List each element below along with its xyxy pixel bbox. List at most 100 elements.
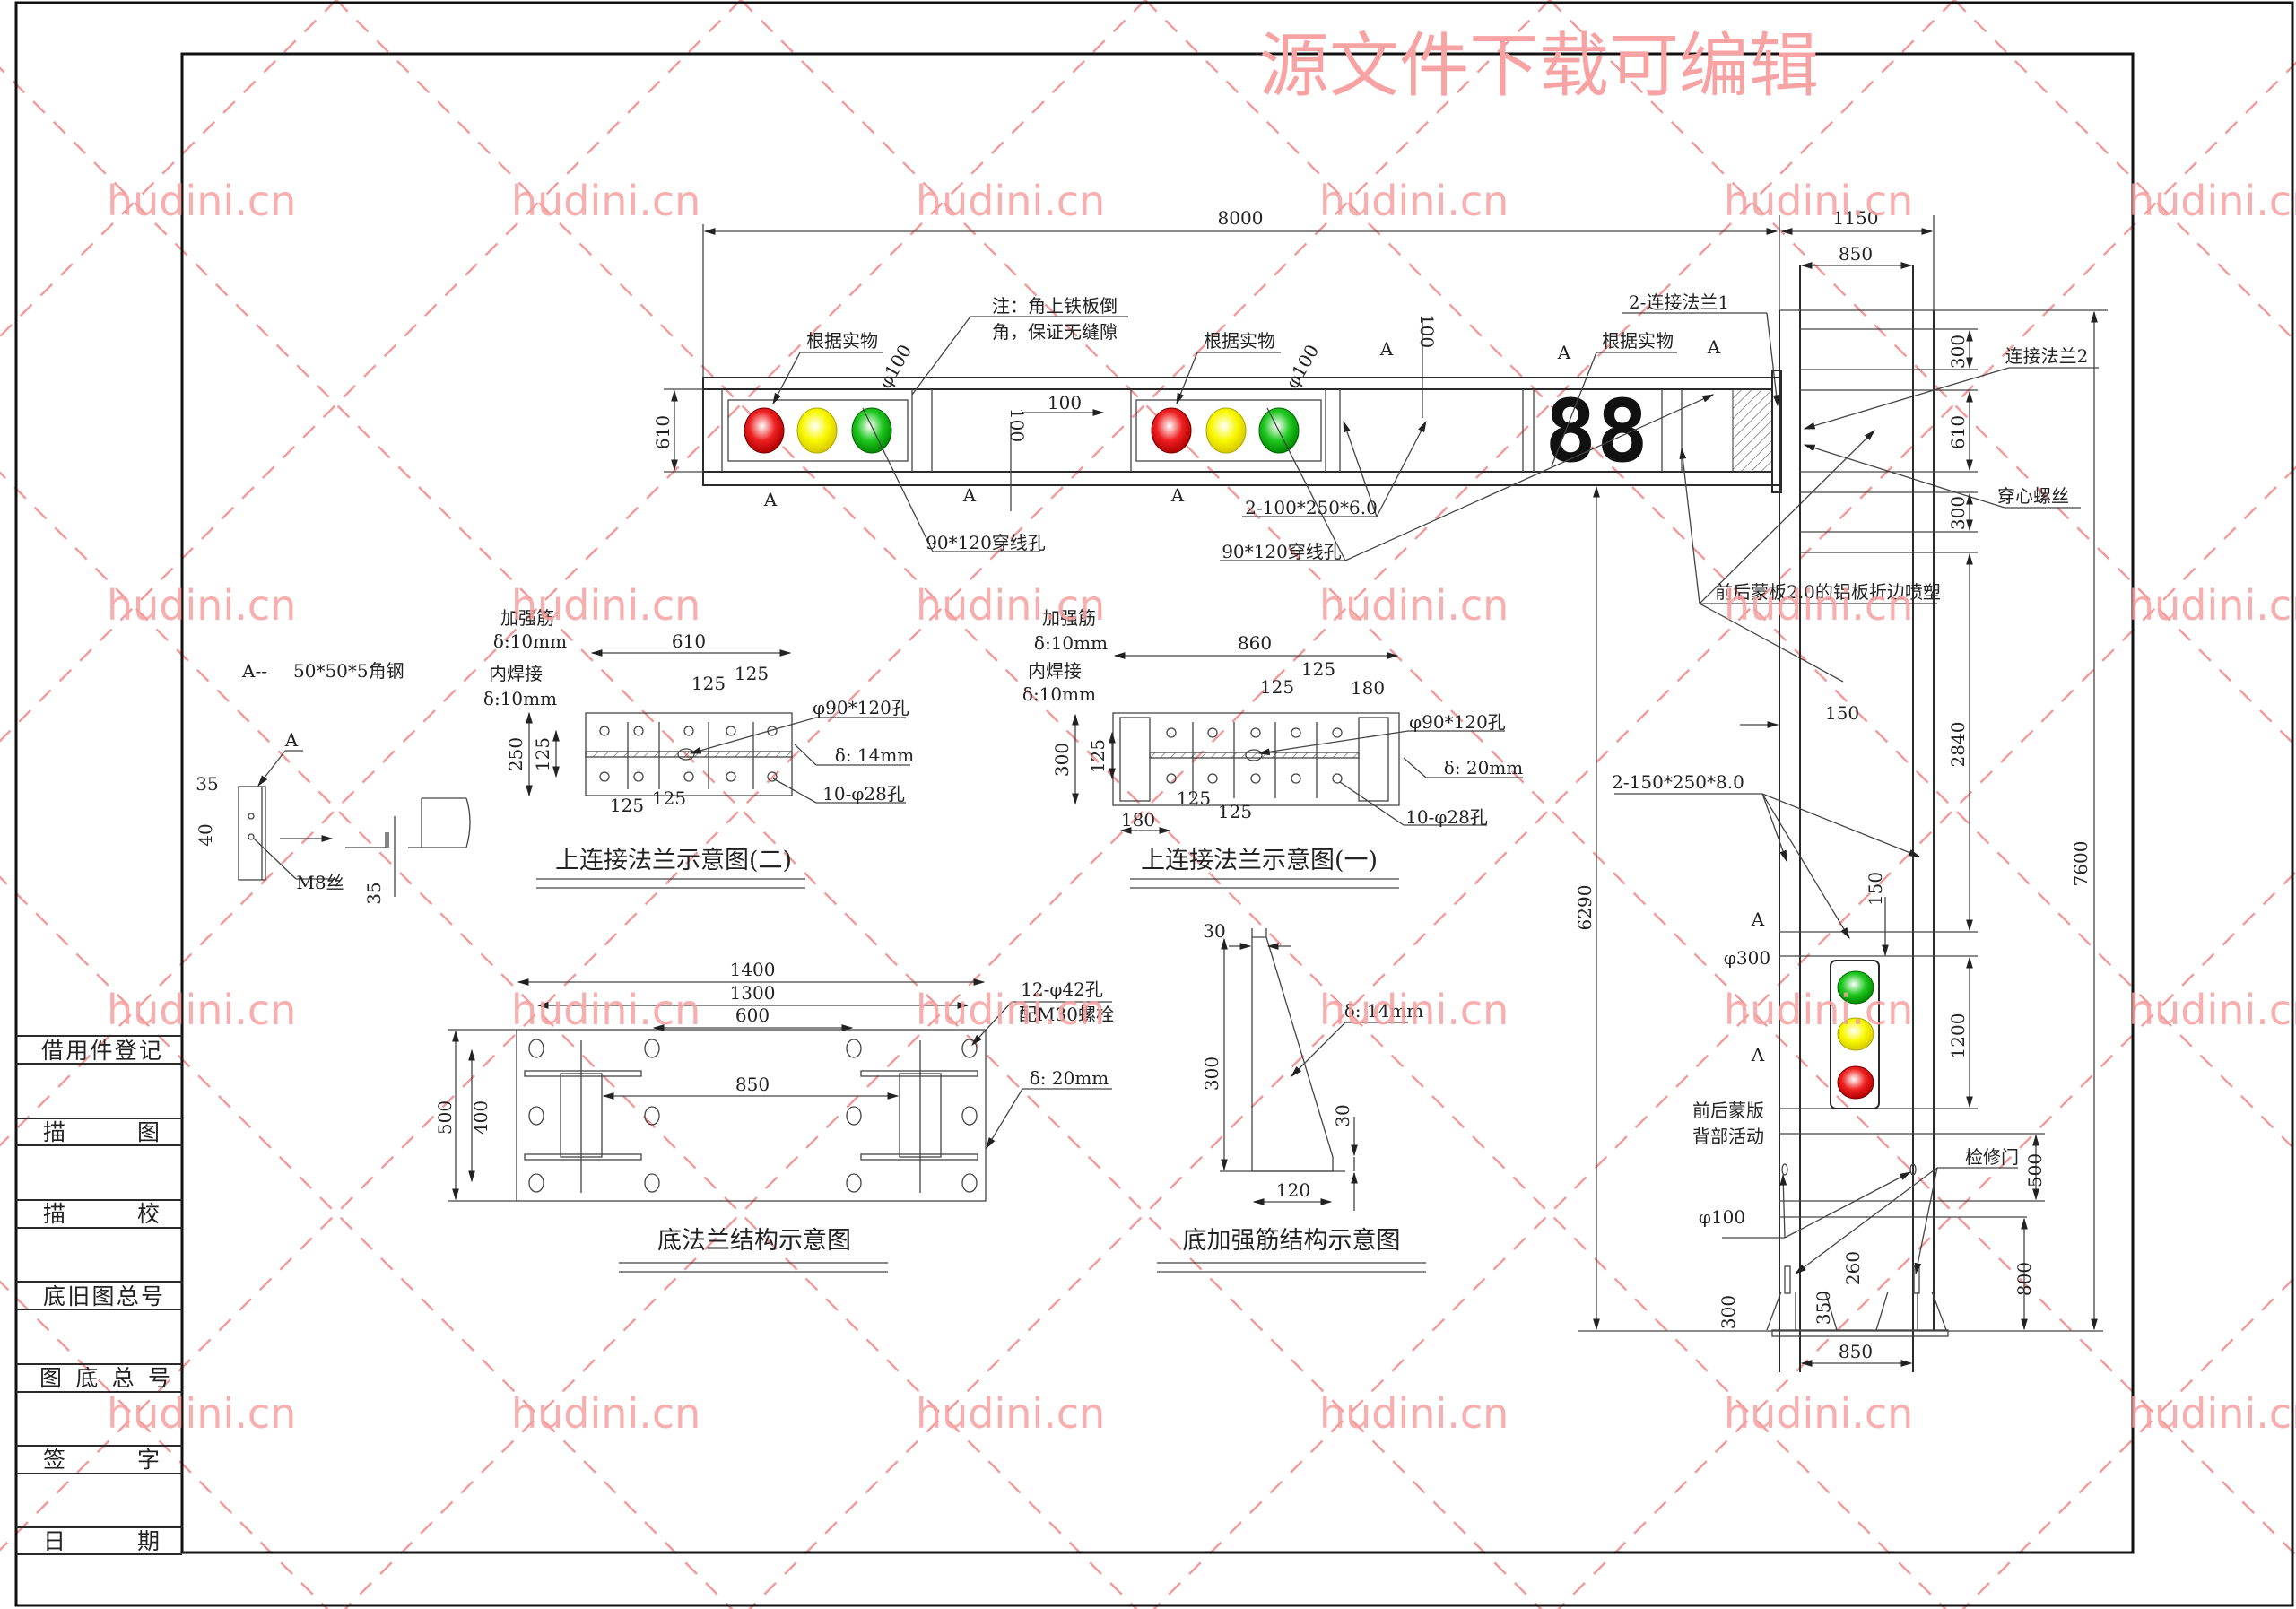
bolt-hole bbox=[528, 1039, 544, 1058]
watermark-text: hudini.cn bbox=[916, 581, 1105, 630]
label-flange-1: 2-连接法兰1 bbox=[1629, 291, 1729, 313]
dim-7600: 7600 bbox=[2070, 841, 2092, 887]
watermark-text: hudini.cn bbox=[1724, 986, 1913, 1034]
elevation-labels: 8000 1150 850 根据实物 根据实物 根据实物 注：角上铁板倒 角，保… bbox=[652, 207, 2092, 1362]
watermark-text: hudini.cn bbox=[1319, 177, 1509, 225]
dim-180: 180 bbox=[1351, 677, 1385, 699]
dim-125: 125 bbox=[652, 787, 686, 809]
watermark-text: hudini.cn bbox=[1319, 986, 1509, 1034]
angle-title-prefix: A-- bbox=[241, 660, 267, 682]
label-a: A bbox=[1707, 336, 1721, 358]
dim-500: 500 bbox=[434, 1100, 456, 1135]
dim-125: 125 bbox=[1177, 787, 1211, 809]
watermark-line bbox=[1144, 0, 2296, 1152]
dim-30: 30 bbox=[1203, 920, 1225, 942]
title-block-traced-by: 描图 bbox=[43, 1119, 160, 1145]
upper-flange-one: 加强筋 δ:10mm 内焊接 δ:10mm 860 125 125 180 30… bbox=[1022, 607, 1524, 889]
dim-phi300: φ300 bbox=[1724, 947, 1770, 969]
dim-100: 100 bbox=[1006, 408, 1028, 442]
watermark-text: hudini.cn bbox=[107, 1389, 296, 1438]
title-block: 借用件登记 描图 描校 底旧图总号 图底总号 签字 日期 bbox=[16, 1035, 182, 1555]
dim-120: 120 bbox=[1276, 1179, 1310, 1201]
watermark-line bbox=[0, 0, 1551, 1552]
dim-35: 35 bbox=[196, 773, 218, 795]
dim-1300: 1300 bbox=[730, 982, 776, 1004]
dim-phi100-pole: φ100 bbox=[1699, 1206, 1745, 1228]
dim-180: 180 bbox=[1121, 809, 1155, 831]
label-a: A bbox=[962, 484, 977, 506]
watermark-line bbox=[0, 471, 1138, 1609]
pole-plate-spec: 2-150*250*8.0 bbox=[1612, 771, 1744, 793]
dim-125: 125 bbox=[1218, 801, 1252, 822]
watermark-text: hudini.cn bbox=[511, 986, 700, 1034]
dim-600: 600 bbox=[735, 1005, 770, 1026]
watermark-text: hudini.cn bbox=[2128, 177, 2296, 225]
note-line-1: 注：角上铁板倒 bbox=[992, 295, 1118, 317]
cantilever-arm: 88 bbox=[702, 370, 1782, 493]
signal-head-1 bbox=[744, 407, 892, 454]
label-a: A bbox=[284, 729, 299, 751]
dim-610: 610 bbox=[672, 631, 706, 652]
watermark-text: hudini.cn bbox=[2128, 581, 2296, 630]
label-a: A bbox=[1751, 909, 1765, 930]
watermark-line bbox=[0, 66, 1543, 1609]
angle-title-spec: 50*50*5角钢 bbox=[293, 660, 404, 682]
label-cover-front-back: 前后蒙版 bbox=[1692, 1100, 1764, 1121]
bolt-hole bbox=[644, 1106, 660, 1126]
hole-spec: φ90*120孔 bbox=[813, 697, 909, 718]
rib-thickness: δ:10mm bbox=[1034, 632, 1108, 654]
plate-thickness: δ: 14mm bbox=[835, 744, 915, 766]
bolt-hole bbox=[846, 1039, 862, 1058]
dim-125: 125 bbox=[735, 663, 769, 684]
dim-125: 125 bbox=[1087, 739, 1109, 773]
label-through-bolt: 穿心螺丝 bbox=[1997, 485, 2069, 507]
connection-flange-plate bbox=[1771, 370, 1782, 493]
watermark-text: hudini.cn bbox=[511, 177, 700, 225]
pole bbox=[1578, 265, 2108, 1372]
watermark-line bbox=[0, 1280, 329, 1609]
dim-850: 850 bbox=[735, 1074, 770, 1095]
dim-300: 300 bbox=[1051, 743, 1073, 777]
pole-signal-head bbox=[1830, 960, 1880, 1109]
watermark-text: hudini.cn bbox=[107, 986, 296, 1034]
watermark-text: hudini.cn bbox=[2128, 986, 2296, 1034]
dim-2840: 2840 bbox=[1947, 722, 1969, 768]
plate-spec: 2-100*250*6.0 bbox=[1245, 497, 1378, 518]
dim-1200: 1200 bbox=[1947, 1013, 1969, 1059]
upper-flange-two-title: 上连接法兰示意图(二) bbox=[555, 847, 792, 874]
base-gusset: 30 300 δ: 14mm 30 120 底加强筋结构示意图 bbox=[1157, 920, 1426, 1273]
dim-125: 125 bbox=[1301, 658, 1335, 680]
dim-phi100: φ100 bbox=[1281, 341, 1323, 392]
hole-spec: 12-φ42孔 bbox=[1021, 978, 1103, 1000]
wire-hole-label: 90*120穿线孔 bbox=[1222, 541, 1342, 562]
dim-6290: 6290 bbox=[1574, 885, 1596, 931]
dim-150: 150 bbox=[1825, 702, 1859, 724]
red-light bbox=[744, 407, 785, 454]
watermark-text: hudini.cn bbox=[511, 1389, 700, 1438]
dim-800: 800 bbox=[2013, 1262, 2035, 1296]
watermark-line bbox=[1549, 0, 2296, 748]
bolt-hole bbox=[961, 1039, 978, 1058]
watermark-line bbox=[748, 61, 2296, 1609]
yellow-light bbox=[1837, 1017, 1874, 1051]
bolt-hole bbox=[644, 1039, 660, 1058]
dim-300: 300 bbox=[1947, 496, 1969, 530]
bolt-hole bbox=[846, 1106, 862, 1126]
label-rib: 加强筋 bbox=[1042, 607, 1096, 629]
label-a: A bbox=[1751, 1044, 1765, 1065]
dim-150: 150 bbox=[1865, 872, 1886, 906]
label-inner-weld: 内焊接 bbox=[489, 663, 543, 684]
watermark-texts: hudini.cn hudini.cn hudini.cn hudini.cn hudi… bbox=[107, 177, 2296, 1438]
title-block-checked-by: 描校 bbox=[43, 1201, 160, 1227]
watermark-text: hudini.cn bbox=[1724, 177, 1913, 225]
wire-hole-label: 90*120穿线孔 bbox=[926, 532, 1046, 553]
angle-steel-detail: A-- 50*50*5角钢 A 35 40 M8丝 35 bbox=[195, 660, 471, 905]
upper-flange-two: 加强筋 δ:10mm 内焊接 δ:10mm 610 125 125 250 12… bbox=[483, 607, 915, 889]
label-back-movable: 背部活动 bbox=[1692, 1126, 1764, 1147]
label-a: A bbox=[1170, 484, 1185, 506]
bolt-hole bbox=[846, 1173, 862, 1193]
title-block-signature: 签字 bbox=[43, 1447, 160, 1473]
plate-thickness: δ: 20mm bbox=[1444, 757, 1524, 778]
